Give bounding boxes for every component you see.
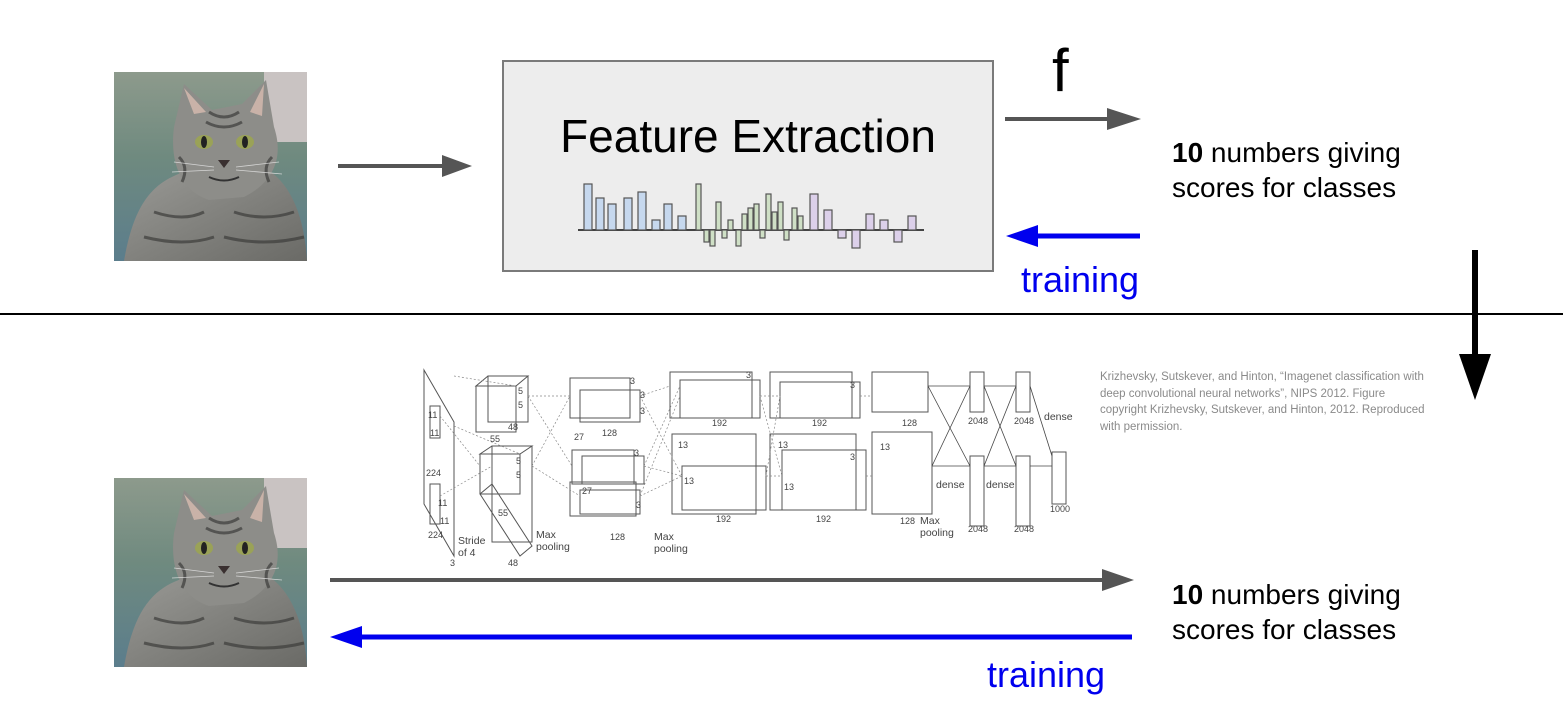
net-label-3f: 3 xyxy=(746,370,751,380)
net-label-2048a: 2048 xyxy=(968,416,988,426)
left-arrow-bottom-training xyxy=(330,626,1132,648)
net-label-3g: 3 xyxy=(850,380,855,390)
net-label-2048d: 2048 xyxy=(1014,524,1034,534)
scores-line1-bottom: 10 numbers giving xyxy=(1172,577,1401,612)
net-label-1000: 1000 xyxy=(1050,504,1070,514)
histogram-icon xyxy=(578,183,924,249)
net-label-128d: 128 xyxy=(900,516,915,526)
net-label-dense-c: dense xyxy=(1044,411,1073,423)
net-label-maxpool1b: pooling xyxy=(536,541,570,553)
training-label-top: training xyxy=(1021,259,1140,300)
net-label-stride: Stride xyxy=(458,535,486,547)
net-label-192c: 192 xyxy=(812,418,827,428)
net-label-3e: 3 xyxy=(636,500,641,510)
net-label-maxpool3b: pooling xyxy=(920,527,954,539)
net-label-maxpool3: Max xyxy=(920,515,941,527)
scores-line1-top: 10 numbers giving xyxy=(1172,135,1401,170)
scores-text-top: 10 numbers giving scores for classes xyxy=(1172,135,1401,205)
net-label-13d: 13 xyxy=(784,482,794,492)
net-label-13b: 13 xyxy=(684,476,694,486)
net-label-11b: 11 xyxy=(430,428,439,438)
section-divider xyxy=(0,313,1563,315)
net-label-5d: 5 xyxy=(516,470,521,480)
left-arrow-top-training xyxy=(1006,225,1140,247)
scores-rest-top: numbers giving xyxy=(1203,137,1401,168)
scores-text-bottom: 10 numbers giving scores for classes xyxy=(1172,577,1401,647)
net-label-55b: 55 xyxy=(498,508,508,518)
net-label-5b: 5 xyxy=(518,400,523,410)
net-label-13c: 13 xyxy=(778,440,788,450)
net-label-stride2: of 4 xyxy=(458,547,476,559)
scores-rest-bottom: numbers giving xyxy=(1203,579,1401,610)
net-label-128b: 128 xyxy=(610,532,625,542)
net-label-11c: 11 xyxy=(438,498,447,508)
net-label-13e: 13 xyxy=(880,442,890,452)
cnn-architecture-diagram: 224 224 3 11 11 11 11 Stride of 4 55 55 … xyxy=(423,368,1073,568)
net-label-5c: 5 xyxy=(516,456,521,466)
net-label-dense-a: dense xyxy=(936,479,965,491)
cat-photo-bottom xyxy=(114,478,307,667)
net-label-192a: 192 xyxy=(712,418,727,428)
scores-count-top: 10 xyxy=(1172,137,1204,168)
cat-photo-top xyxy=(114,72,307,261)
feature-extraction-title: Feature Extraction xyxy=(560,110,936,162)
feature-extraction-box: Feature Extraction xyxy=(502,60,994,272)
net-label-27a: 27 xyxy=(574,432,584,442)
net-label-3h: 3 xyxy=(850,452,855,462)
net-label-11a: 11 xyxy=(428,410,437,420)
net-label-maxpool1: Max xyxy=(536,529,557,541)
net-label-5a: 5 xyxy=(518,386,523,396)
net-label-2048b: 2048 xyxy=(1014,416,1034,426)
net-label-3: 3 xyxy=(450,558,455,568)
net-label-192b: 192 xyxy=(716,514,731,524)
net-label-48b: 48 xyxy=(508,558,518,568)
training-label-bottom: training xyxy=(987,654,1106,695)
scores-line2-top: scores for classes xyxy=(1172,172,1397,203)
citation-text: Krizhevsky, Sutskever, and Hinton, “Imag… xyxy=(1100,371,1425,433)
net-label-27b: 27 xyxy=(582,486,592,496)
net-label-224a: 224 xyxy=(426,468,441,478)
right-arrow-top-output xyxy=(1005,108,1141,130)
net-label-3c: 3 xyxy=(640,406,645,416)
scores-line2-bottom: scores for classes xyxy=(1172,614,1397,645)
net-label-3a: 3 xyxy=(630,376,635,386)
net-label-224b: 224 xyxy=(428,530,443,540)
net-label-dense-b: dense xyxy=(986,479,1015,491)
net-label-11d: 11 xyxy=(440,516,449,526)
net-label-maxpool2: Max xyxy=(654,531,675,543)
net-label-192d: 192 xyxy=(816,514,831,524)
right-arrow-bottom xyxy=(330,569,1134,591)
net-label-48a: 48 xyxy=(508,422,518,432)
net-label-128c: 128 xyxy=(902,418,917,428)
net-label-128a: 128 xyxy=(602,428,617,438)
net-label-maxpool2b: pooling xyxy=(654,543,688,555)
scores-count-bottom: 10 xyxy=(1172,579,1204,610)
net-label-2048c: 2048 xyxy=(968,524,988,534)
down-arrow xyxy=(1459,250,1491,400)
net-label-55a: 55 xyxy=(490,434,500,444)
function-label: f xyxy=(1052,37,1069,104)
right-arrow-top-input xyxy=(338,155,472,177)
net-label-13a: 13 xyxy=(678,440,688,450)
net-label-3b: 3 xyxy=(640,390,645,400)
net-label-3d: 3 xyxy=(634,448,639,458)
